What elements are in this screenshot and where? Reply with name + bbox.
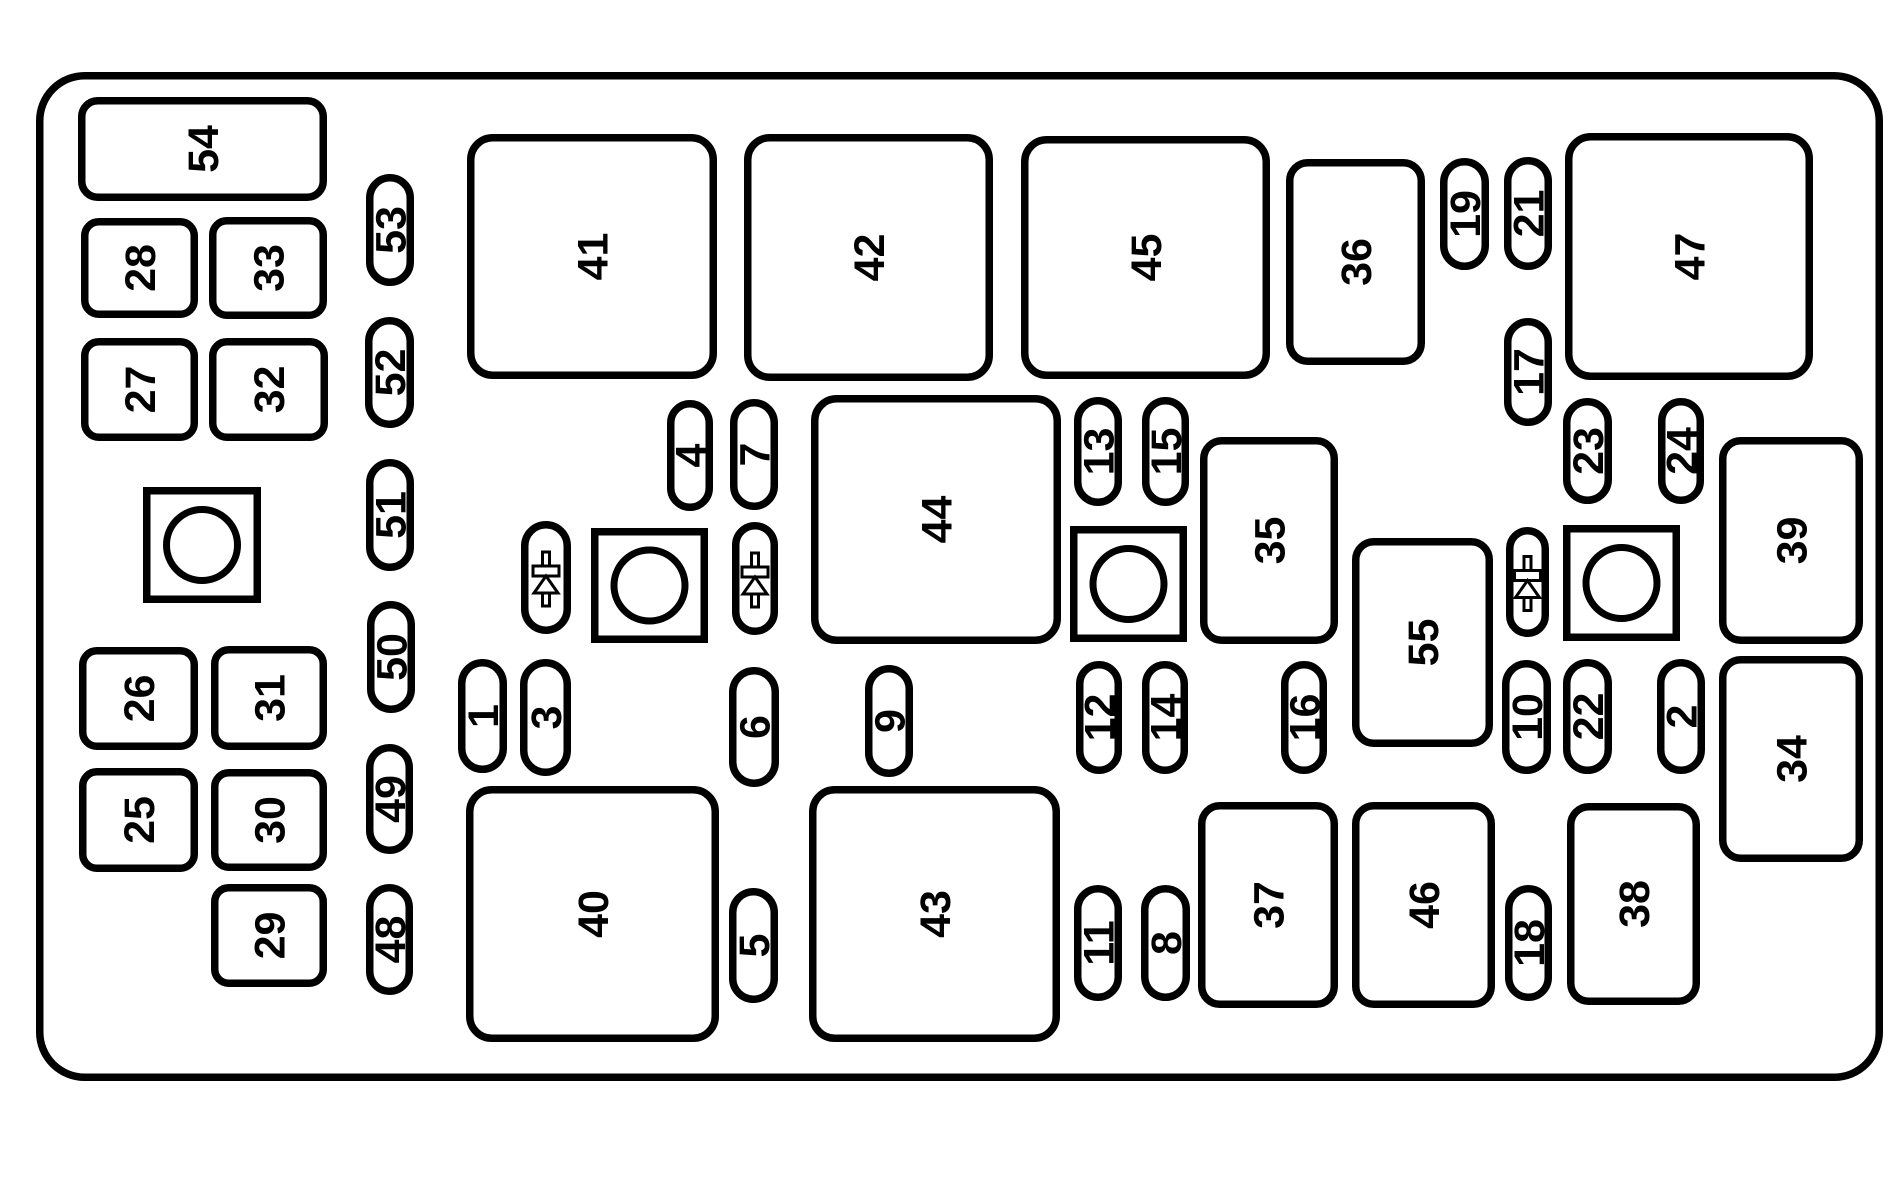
svg-text:42: 42 [846,234,894,282]
svg-text:35: 35 [1247,517,1295,565]
svg-text:9: 9 [867,709,915,733]
svg-text:28: 28 [117,244,165,292]
svg-text:26: 26 [116,675,164,723]
svg-text:31: 31 [247,674,295,722]
svg-text:39: 39 [1769,517,1817,565]
svg-text:36: 36 [1333,238,1381,286]
svg-text:24: 24 [1659,427,1707,475]
svg-text:33: 33 [246,244,294,292]
svg-text:23: 23 [1565,427,1613,475]
svg-text:38: 38 [1611,880,1659,928]
svg-text:46: 46 [1401,881,1449,929]
svg-text:54: 54 [180,125,228,173]
svg-text:51: 51 [368,491,416,539]
svg-text:53: 53 [368,206,416,254]
svg-text:22: 22 [1565,693,1613,741]
svg-text:2: 2 [1659,705,1707,729]
svg-text:7: 7 [732,443,780,467]
svg-text:6: 6 [732,715,780,739]
svg-text:40: 40 [570,890,618,938]
svg-text:17: 17 [1506,348,1554,396]
svg-text:11: 11 [1076,920,1124,965]
svg-text:14: 14 [1143,694,1191,742]
svg-text:29: 29 [247,912,295,960]
svg-text:19: 19 [1442,190,1490,238]
svg-text:34: 34 [1769,735,1817,783]
svg-text:12: 12 [1077,694,1125,742]
svg-text:10: 10 [1504,693,1552,741]
svg-text:43: 43 [912,890,960,938]
svg-text:47: 47 [1667,233,1715,281]
svg-text:1: 1 [460,704,508,728]
svg-text:8: 8 [1143,931,1191,955]
svg-text:32: 32 [246,366,294,414]
svg-text:25: 25 [116,796,164,844]
svg-text:49: 49 [367,775,415,823]
svg-text:55: 55 [1400,619,1448,667]
svg-text:30: 30 [247,796,295,844]
svg-text:37: 37 [1246,881,1294,929]
svg-text:52: 52 [367,349,415,397]
svg-text:48: 48 [367,916,415,964]
svg-text:15: 15 [1143,428,1191,476]
svg-text:3: 3 [523,706,571,730]
svg-text:21: 21 [1506,190,1554,238]
svg-text:41: 41 [570,233,618,281]
svg-text:4: 4 [668,443,716,467]
svg-text:27: 27 [117,366,165,414]
svg-text:13: 13 [1076,428,1124,476]
svg-text:18: 18 [1506,919,1554,967]
svg-text:45: 45 [1123,234,1171,282]
svg-text:16: 16 [1282,694,1330,742]
svg-text:5: 5 [731,934,779,958]
svg-text:50: 50 [369,633,417,681]
svg-text:44: 44 [914,496,962,544]
